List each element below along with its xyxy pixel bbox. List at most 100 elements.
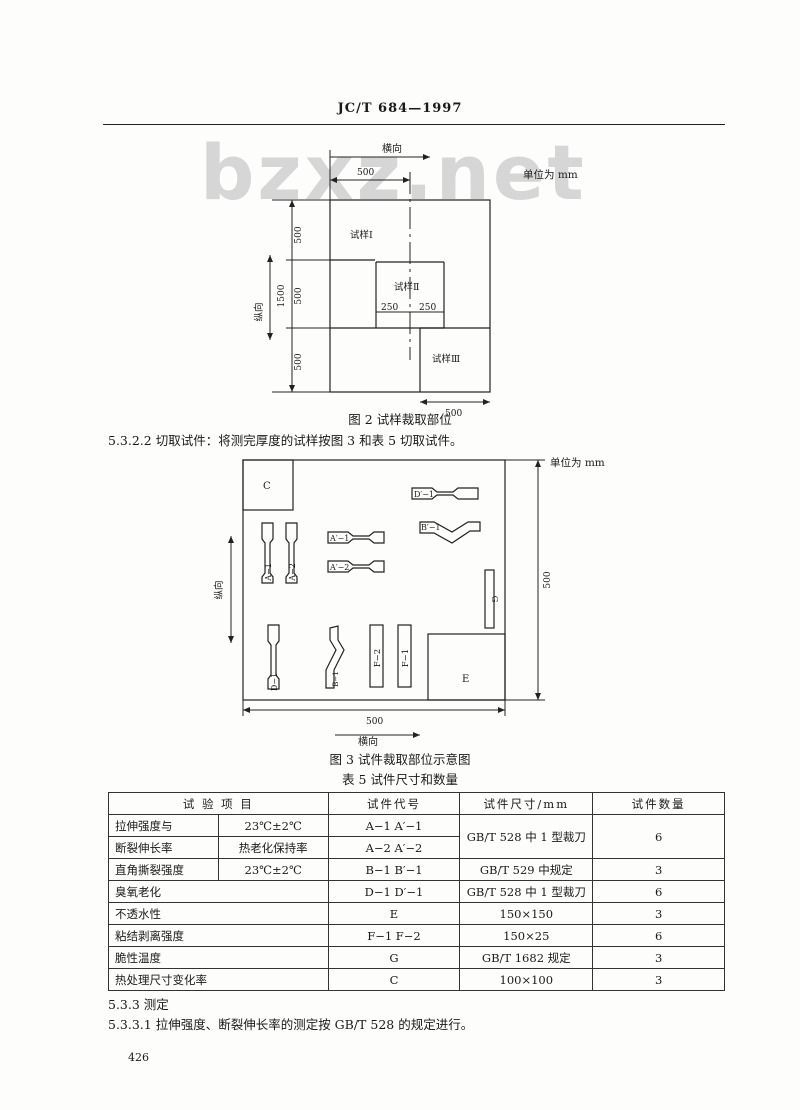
cell-item: 拉伸强度与 (108, 814, 219, 837)
cell-qty: 6 (592, 880, 725, 903)
fig3-label-b1: B−1 (332, 671, 340, 686)
fig2-vertical-label: 纵向 (253, 302, 265, 321)
fig3-dim-width: 500 (366, 717, 383, 727)
fig3-caption: 图 3 试件裁取部位示意图 (329, 752, 471, 767)
fig2-dim-seg-2: 500 (294, 287, 304, 304)
fig2-dim-bottom: 500 (445, 409, 462, 419)
fig2-dim-half-right: 250 (419, 303, 436, 313)
specimen-d1 (267, 624, 280, 690)
cell-size: GB/T 1682 规定 (459, 946, 594, 969)
header-qty: 试件数量 (592, 792, 725, 815)
cell-item: 直角撕裂强度 (108, 858, 219, 881)
fig3-label-e: E (462, 674, 469, 685)
table-row: 粘结剥离强度 F−1 F−2 150×25 6 (108, 924, 725, 947)
table-row: 不透水性 E 150×150 3 (108, 902, 725, 925)
cell-size: GB/T 528 中 1 型裁刀 (459, 880, 594, 903)
table-row: 热处理尺寸变化率 C 100×100 3 (108, 968, 725, 991)
specimen-d1p (411, 487, 479, 500)
cell-cond: 热老化保持率 (217, 836, 329, 859)
cell-item: 脆性温度 (108, 946, 329, 969)
cell-size: 100×100 (459, 968, 594, 991)
cell-item: 热处理尺寸变化率 (108, 968, 329, 991)
cell-code: A−2 A′−2 (327, 836, 461, 859)
specimen-g (484, 569, 495, 629)
fig3-dim-height: 500 (543, 571, 553, 588)
fig2-dim-top: 500 (357, 168, 374, 178)
cell-qty: 3 (592, 902, 725, 925)
table-row: 臭氧老化 D−1 D′−1 GB/T 528 中 1 型裁刀 6 (108, 880, 725, 903)
header-code: 试件代号 (327, 792, 461, 815)
figure-2: 横向 500 单位为 mm 试样Ⅰ 试样Ⅱ 试样Ⅲ 250 250 500 50… (253, 142, 578, 419)
fig3-label-f2: F−2 (373, 649, 383, 667)
fig3-label-a1p: A′−1 (329, 534, 349, 543)
cell-code: A−1 A′−1 (327, 814, 461, 837)
fig3-label-f1: F−1 (401, 649, 411, 667)
cell-cond: 23℃±2℃ (217, 858, 329, 881)
watermark: bzxz.net (200, 128, 587, 217)
fig3-label-b1p: B′−1 (421, 523, 441, 532)
fig3-label-g: G (489, 596, 499, 603)
fig2-sample-2: 试样Ⅱ (394, 281, 419, 293)
specimen-b1p (419, 521, 481, 544)
cell-size: GB/T 528 中 1 型裁刀 (459, 814, 594, 859)
fig3-label-a2: A−2 (288, 563, 297, 582)
fig3-label-a2p: A′−2 (329, 563, 349, 572)
table-row: 直角撕裂强度 23℃±2℃ B−1 B′−1 GB/T 529 中规定 3 (108, 858, 725, 881)
fig2-dim-total: 1500 (277, 284, 287, 307)
section-5-3-2-2: 5.3.2.2 切取试件：将测完厚度的试样按图 3 和表 5 切取试件。 (108, 433, 463, 448)
table-header-row: 试 验 项 目 试件代号 试件尺寸/mm 试件数量 (108, 792, 725, 815)
specimen-f2 (369, 624, 384, 688)
specimen-sheet-outline (242, 459, 506, 701)
cell-item: 断裂伸长率 (108, 836, 219, 859)
figure-3: 单位为 mm C E G F−2 F−1 A−1 A−2 D−1 B−1 A′−… (213, 456, 605, 748)
table-row: 脆性温度 G GB/T 1682 规定 3 (108, 946, 725, 969)
cell-code: G (327, 946, 461, 969)
fig3-unit: 单位为 mm (550, 456, 605, 469)
fig3-label-c: C (263, 481, 271, 492)
fig3-vertical-label: 纵向 (213, 580, 225, 599)
table-5: 试 验 项 目 试件代号 试件尺寸/mm 试件数量 拉伸强度与 23℃±2℃ A… (108, 792, 725, 991)
cell-size: GB/T 529 中规定 (459, 858, 594, 881)
fig2-caption: 图 2 试样裁取部位 (348, 412, 452, 427)
cell-code: F−1 F−2 (327, 924, 461, 947)
fig2-sample-1: 试样Ⅰ (350, 229, 373, 241)
cell-qty: 6 (592, 814, 725, 859)
specimen-a1 (261, 522, 274, 584)
fig3-label-a1: A−1 (264, 563, 273, 582)
cell-cond: 23℃±2℃ (217, 814, 329, 837)
cell-code: B−1 B′−1 (327, 858, 461, 881)
fig2-sample-3: 试样Ⅲ (432, 353, 460, 365)
fig3-label-d1p: D′−1 (414, 490, 434, 499)
fig2-dim-seg-1: 500 (294, 226, 304, 243)
cell-item: 不透水性 (108, 902, 329, 925)
cell-code: D−1 D′−1 (327, 880, 461, 903)
page-header: JC/T 684—1997 (337, 101, 463, 116)
specimen-a2p (327, 560, 385, 573)
header-size: 试件尺寸/mm (459, 792, 594, 815)
specimen-c (242, 459, 294, 511)
cell-code: E (327, 902, 461, 925)
specimen-e (427, 633, 506, 701)
fig3-label-d1: D−1 (270, 673, 279, 691)
fig2-dim-seg-3: 500 (294, 353, 304, 370)
cell-item: 粘结剥离强度 (108, 924, 329, 947)
cell-code: C (327, 968, 461, 991)
table5-caption: 表 5 试件尺寸和数量 (342, 772, 458, 787)
specimen-a2 (285, 522, 298, 584)
section-5-3-3-1: 5.3.3.1 拉伸强度、断裂伸长率的测定按 GB/T 528 的规定进行。 (108, 1017, 474, 1032)
cell-qty: 3 (592, 946, 725, 969)
cell-item: 臭氧老化 (108, 880, 329, 903)
fig2-unit: 单位为 mm (523, 168, 578, 181)
header-rule (103, 124, 725, 125)
cell-qty: 3 (592, 968, 725, 991)
header-item: 试 验 项 目 (108, 792, 329, 815)
specimen-a1p (327, 531, 385, 544)
fig2-horizontal-label: 横向 (382, 142, 402, 155)
fig2-dim-half-left: 250 (381, 303, 398, 313)
table-row: 拉伸强度与 23℃±2℃ A−1 A′−1 GB/T 528 中 1 型裁刀 6 (108, 814, 725, 859)
specimen-b1 (325, 625, 345, 689)
fig3-horizontal-label: 横向 (358, 735, 378, 748)
cell-size: 150×150 (459, 902, 594, 925)
specimen-f1 (397, 624, 412, 688)
cell-qty: 6 (592, 924, 725, 947)
